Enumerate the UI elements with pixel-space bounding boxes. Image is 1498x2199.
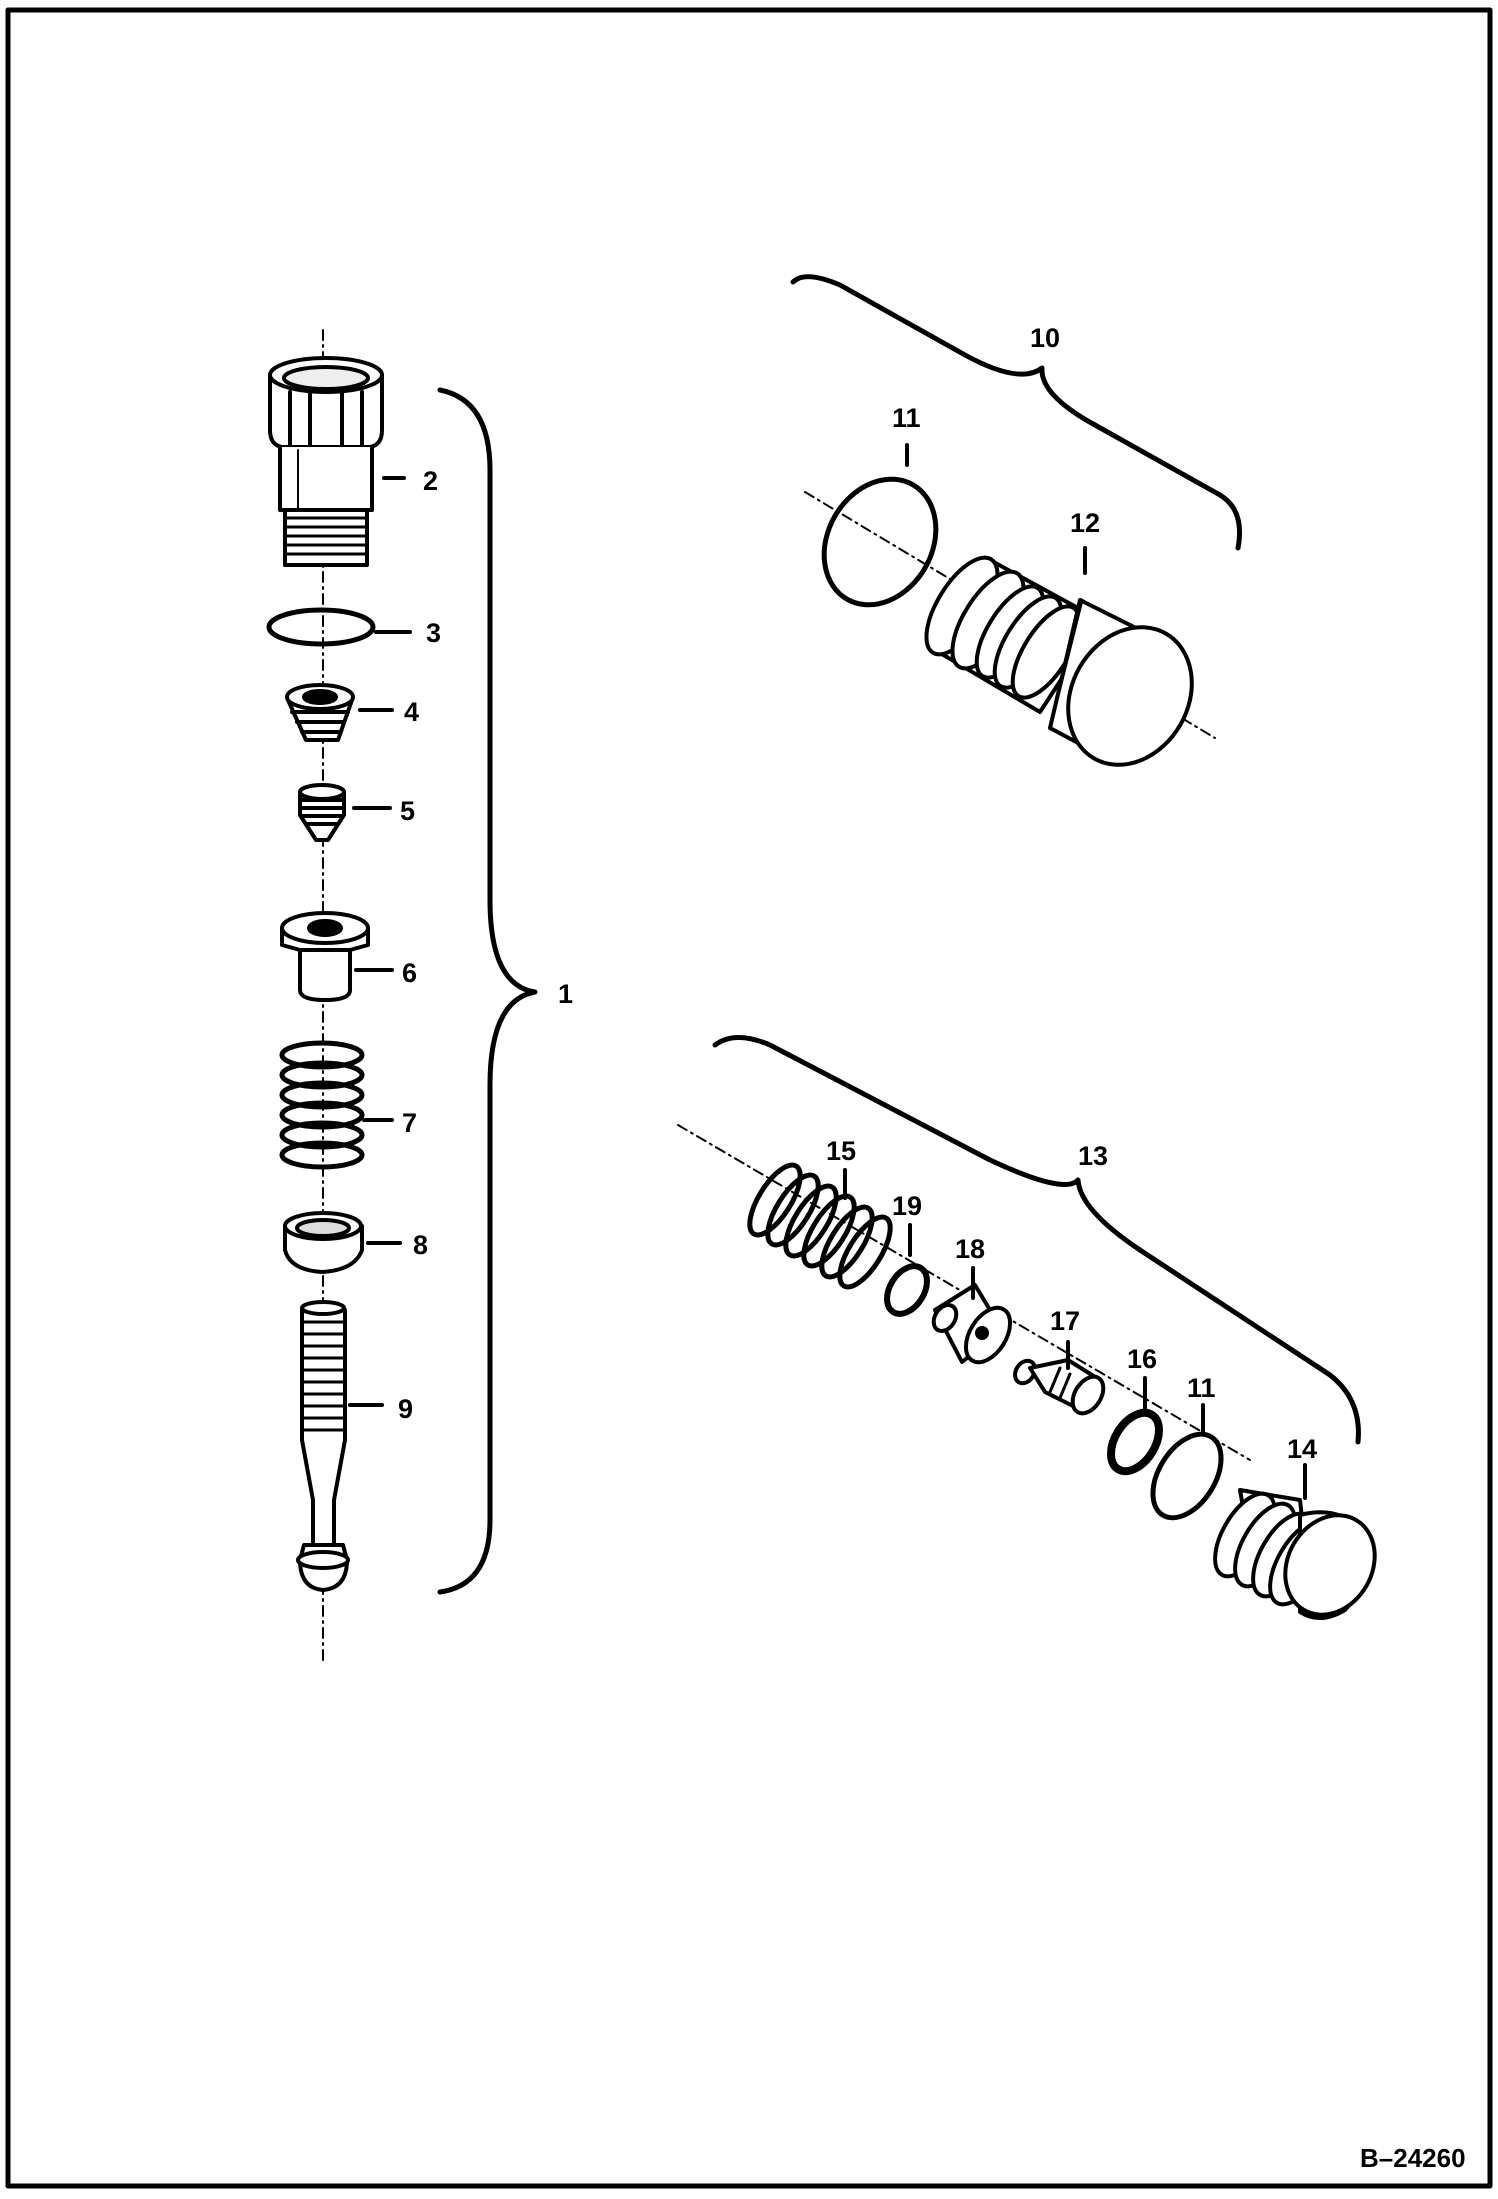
part-9-stem [296, 1300, 350, 1592]
callout-15: 15 [826, 1136, 856, 1166]
lower-right-leader-lines [843, 1168, 1307, 1500]
part-19-ring [884, 1263, 930, 1317]
callout-17: 17 [1050, 1306, 1080, 1336]
callout-16: 16 [1127, 1344, 1157, 1374]
part-11-o-ring-upper [821, 476, 939, 608]
part-15-spring [747, 1162, 893, 1290]
brace-assembly-13 [712, 1035, 1361, 1445]
left-leader-lines [348, 476, 412, 1407]
callout-2: 2 [423, 466, 438, 496]
callout-12: 12 [1070, 508, 1100, 538]
page-border [5, 7, 1493, 2189]
part-7-spring [279, 1040, 365, 1170]
part-5-poppet [298, 783, 346, 842]
lower-right-assembly [677, 1035, 1377, 1620]
callout-5: 5 [400, 796, 415, 826]
part-12-cartridge [924, 555, 1194, 767]
brace-assembly-1 [437, 387, 538, 1595]
part-14-plug [1213, 1488, 1377, 1620]
part-18-poppet [931, 1283, 1013, 1365]
part-4-seat [285, 683, 355, 742]
part-17-pin [1013, 1358, 1106, 1416]
left-assembly [266, 329, 538, 1666]
callout-11-lower: 11 [1187, 1373, 1216, 1403]
callout-11-upper: 11 [892, 403, 921, 433]
part-6-guide [280, 911, 370, 1002]
callout-9: 9 [398, 1394, 413, 1424]
callout-labels: 1 2 3 4 5 6 7 8 9 10 11 12 13 14 15 16 1… [398, 323, 1466, 2173]
brace-assembly-10 [790, 274, 1242, 551]
figure-id: B–24260 [1360, 2143, 1466, 2173]
upper-right-leader-lines [905, 443, 1087, 575]
callout-8: 8 [413, 1230, 428, 1260]
part-16-backup-ring [1107, 1408, 1163, 1476]
part-3-o-ring [266, 607, 376, 647]
callout-4: 4 [404, 697, 419, 727]
callout-7: 7 [402, 1108, 417, 1138]
callout-14: 14 [1287, 1434, 1317, 1464]
callout-19: 19 [892, 1191, 922, 1221]
callout-13: 13 [1078, 1141, 1108, 1171]
part-2-plug [268, 356, 384, 567]
callout-3: 3 [426, 618, 441, 648]
part-11-o-ring-lower [1150, 1431, 1224, 1521]
part-8-cap [283, 1211, 364, 1274]
callout-10: 10 [1030, 323, 1060, 353]
callout-6: 6 [402, 958, 417, 988]
upper-right-assembly [790, 274, 1242, 767]
callout-18: 18 [955, 1234, 985, 1264]
callout-1: 1 [558, 979, 573, 1009]
